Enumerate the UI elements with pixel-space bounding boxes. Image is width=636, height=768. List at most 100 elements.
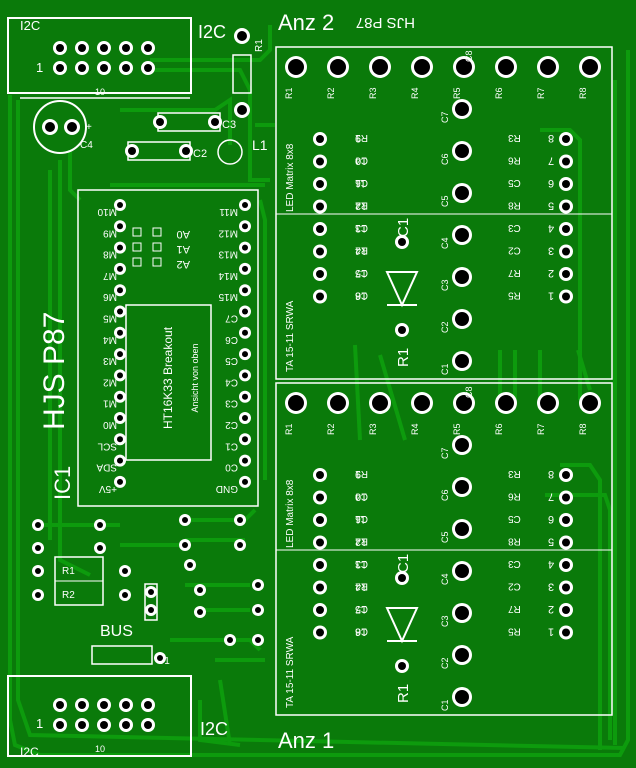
display-right-name-C3: C3: [508, 222, 521, 233]
display-c-pad: [455, 270, 469, 284]
display-left-num: 14: [355, 581, 367, 593]
top-connector-outline: [7, 17, 192, 94]
display-right-name-C5: C5: [508, 513, 521, 524]
breakout-right-pad: [242, 287, 248, 294]
breakout-left-pad: [117, 457, 123, 464]
breakout-right-pad: [242, 457, 248, 464]
display-right-pad: [562, 583, 570, 592]
display-c-pad: [455, 522, 469, 536]
display-left-num: 16: [355, 626, 367, 638]
display-left-name-R2: R2: [355, 581, 368, 592]
display-left-num: 13: [355, 222, 367, 234]
display-top-pad: [372, 395, 388, 411]
breakout-left-pin-M4: M4: [103, 334, 117, 345]
display-right-name-C3: C3: [508, 558, 521, 569]
display-left-num: 16: [355, 290, 367, 302]
breakout-left-pin-M10: M10: [97, 206, 117, 217]
c3-pad: [211, 118, 219, 126]
display-left-num: 11: [355, 513, 366, 525]
misc-pad: [97, 522, 103, 528]
display-c8-label: C8: [464, 50, 474, 62]
r1-low-label: R1: [62, 566, 75, 577]
display-right-name-R8: R8: [508, 200, 521, 211]
breakout-left-pad: [117, 265, 123, 272]
display-c-pad: [455, 690, 469, 704]
display-left-pad: [316, 157, 324, 166]
display-top-label-R4: R4: [410, 87, 420, 99]
display-left-name-C1: C1: [355, 558, 368, 569]
misc-pad: [227, 637, 233, 643]
display-c-label-C3: C3: [440, 279, 450, 291]
display-right-num: 4: [548, 558, 554, 570]
breakout-right-pin-C3: C3: [225, 398, 238, 409]
display-right-pad: [562, 606, 570, 614]
breakout-left-pin-M2: M2: [103, 376, 117, 387]
display-left-name-C4: C4: [355, 491, 368, 502]
display-right-name-R6: R6: [508, 491, 521, 502]
display-top-label-R7: R7: [536, 87, 546, 99]
breakout-right-pad: [242, 478, 248, 485]
breakout-left-pad: [117, 244, 123, 251]
top-connector-pad: [144, 44, 152, 52]
display-left-pad: [316, 538, 324, 547]
display-c-label-C1: C1: [440, 363, 450, 375]
display-right-num: 8: [548, 132, 554, 144]
display-left-pad: [316, 270, 324, 278]
c4-outline: [33, 100, 87, 154]
display-c-pad: [455, 102, 469, 116]
bottom-connector-pad: [56, 701, 64, 709]
display-top-label-R6: R6: [494, 423, 504, 435]
addr-jumper-box: [152, 257, 162, 267]
display-c-pad: [455, 564, 469, 578]
display-right-pad: [562, 247, 570, 256]
display-left-pad: [316, 583, 324, 592]
display-left-pad: [316, 247, 324, 256]
display-c-label-C7: C7: [440, 111, 450, 123]
display-top-pad: [288, 59, 304, 75]
display-left-name-R4: R4: [355, 536, 368, 547]
display-right-name-C2: C2: [508, 245, 521, 256]
misc-pad: [197, 609, 203, 615]
breakout-left-pin-M7: M7: [103, 270, 117, 281]
display-right-pad: [562, 225, 570, 233]
display-c-pad: [455, 228, 469, 242]
display-right-num: 5: [548, 200, 554, 212]
display-top-pad: [288, 395, 304, 411]
display-top-label-R8: R8: [578, 423, 588, 435]
display-top-label-R8: R8: [578, 87, 588, 99]
addr-label-A1: A1: [177, 243, 190, 255]
display-name: Anz 2: [278, 10, 334, 35]
breakout-left-pin-M9: M9: [103, 227, 117, 238]
display-top-label-R3: R3: [368, 87, 378, 99]
diode-symbol: [385, 607, 419, 644]
r1-body: [232, 54, 252, 94]
bottom-connector-pad: [100, 701, 108, 709]
c4-plus: +: [86, 122, 92, 133]
diode-top-label: C1: [395, 554, 412, 573]
misc-pad: [255, 637, 261, 643]
misc-pad: [255, 607, 261, 613]
display-left-num: 10: [355, 491, 367, 503]
breakout-left-pad: [117, 329, 123, 336]
bottom-connector-pin1: 1: [36, 716, 43, 731]
misc-pad: [157, 655, 163, 661]
top-connector-pad: [144, 64, 152, 72]
display-left-pad: [316, 606, 324, 614]
display-right-num: 2: [548, 267, 554, 279]
display-left-pad: [316, 225, 324, 233]
breakout-left-pin-M5: M5: [103, 313, 117, 324]
breakout-left-pin-M3: M3: [103, 355, 117, 366]
display-right-pad: [562, 202, 570, 211]
breakout-chip-outline: [125, 304, 212, 461]
breakout-right-pad: [242, 415, 248, 421]
diode-bottom-label: R1: [395, 348, 412, 367]
display-right-pad: [562, 135, 570, 143]
diode-pad-top: [398, 238, 406, 246]
display-c-label-C7: C7: [440, 447, 450, 459]
top-connector-pad: [78, 44, 86, 52]
display-top-pad: [372, 59, 388, 75]
breakout-right-pad: [242, 202, 248, 208]
display-c-label-C6: C6: [440, 489, 450, 501]
